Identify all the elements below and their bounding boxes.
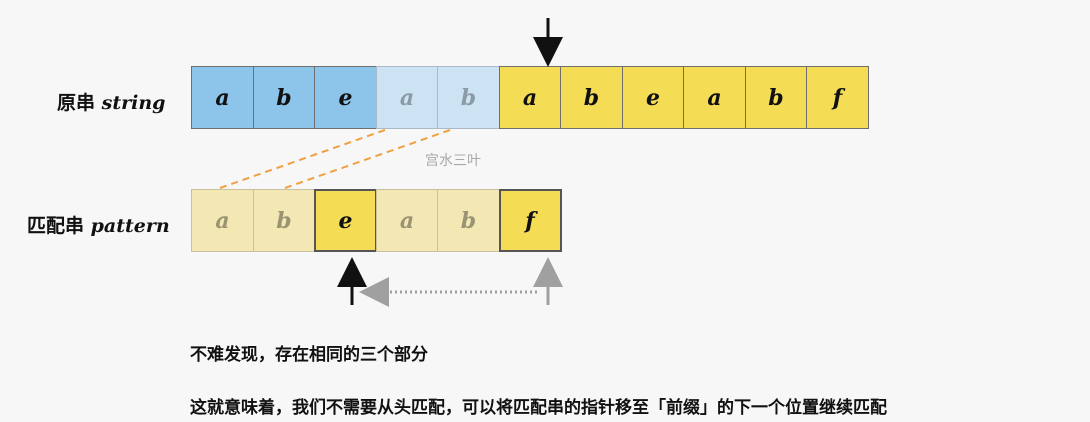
caption-1: 不难发现，存在相同的三个部分 (190, 345, 428, 365)
pattern-label-cn: 匹配串 (27, 215, 85, 237)
prefix-link-line-1 (219, 129, 386, 189)
string-cell-0: a (191, 66, 254, 129)
prefix-link-line-2 (284, 129, 451, 189)
pattern-cell-5: f (498, 189, 562, 252)
string-cell-4: b (437, 66, 500, 129)
string-label-cn: 原串 (57, 92, 96, 114)
string-cell-8: a (683, 66, 746, 129)
string-label: 原串 string (57, 88, 165, 115)
pattern-label: 匹配串 pattern (27, 211, 170, 238)
string-label-en: string (101, 92, 166, 114)
pattern-row: a b e a b f (191, 189, 562, 252)
string-cell-10: f (806, 66, 869, 129)
string-row: a b e a b a b e a b f (191, 66, 869, 129)
pattern-cell-3: a (375, 189, 439, 252)
string-cell-5: a (498, 66, 562, 129)
pattern-cell-2: e (314, 189, 377, 252)
pattern-cell-0: a (191, 189, 254, 252)
caption-2: 这就意味着，我们不需要从头匹配，可以将匹配串的指针移至「前缀」的下一个位置继续匹… (190, 398, 887, 418)
string-cell-2: e (314, 66, 377, 129)
string-cell-6: b (560, 66, 623, 129)
pattern-cell-1: b (252, 189, 316, 252)
string-cell-9: b (744, 66, 808, 129)
string-cell-3: a (375, 66, 439, 129)
string-cell-7: e (621, 66, 685, 129)
watermark: 宫水三叶 (425, 153, 481, 169)
pattern-label-en: pattern (90, 215, 170, 237)
